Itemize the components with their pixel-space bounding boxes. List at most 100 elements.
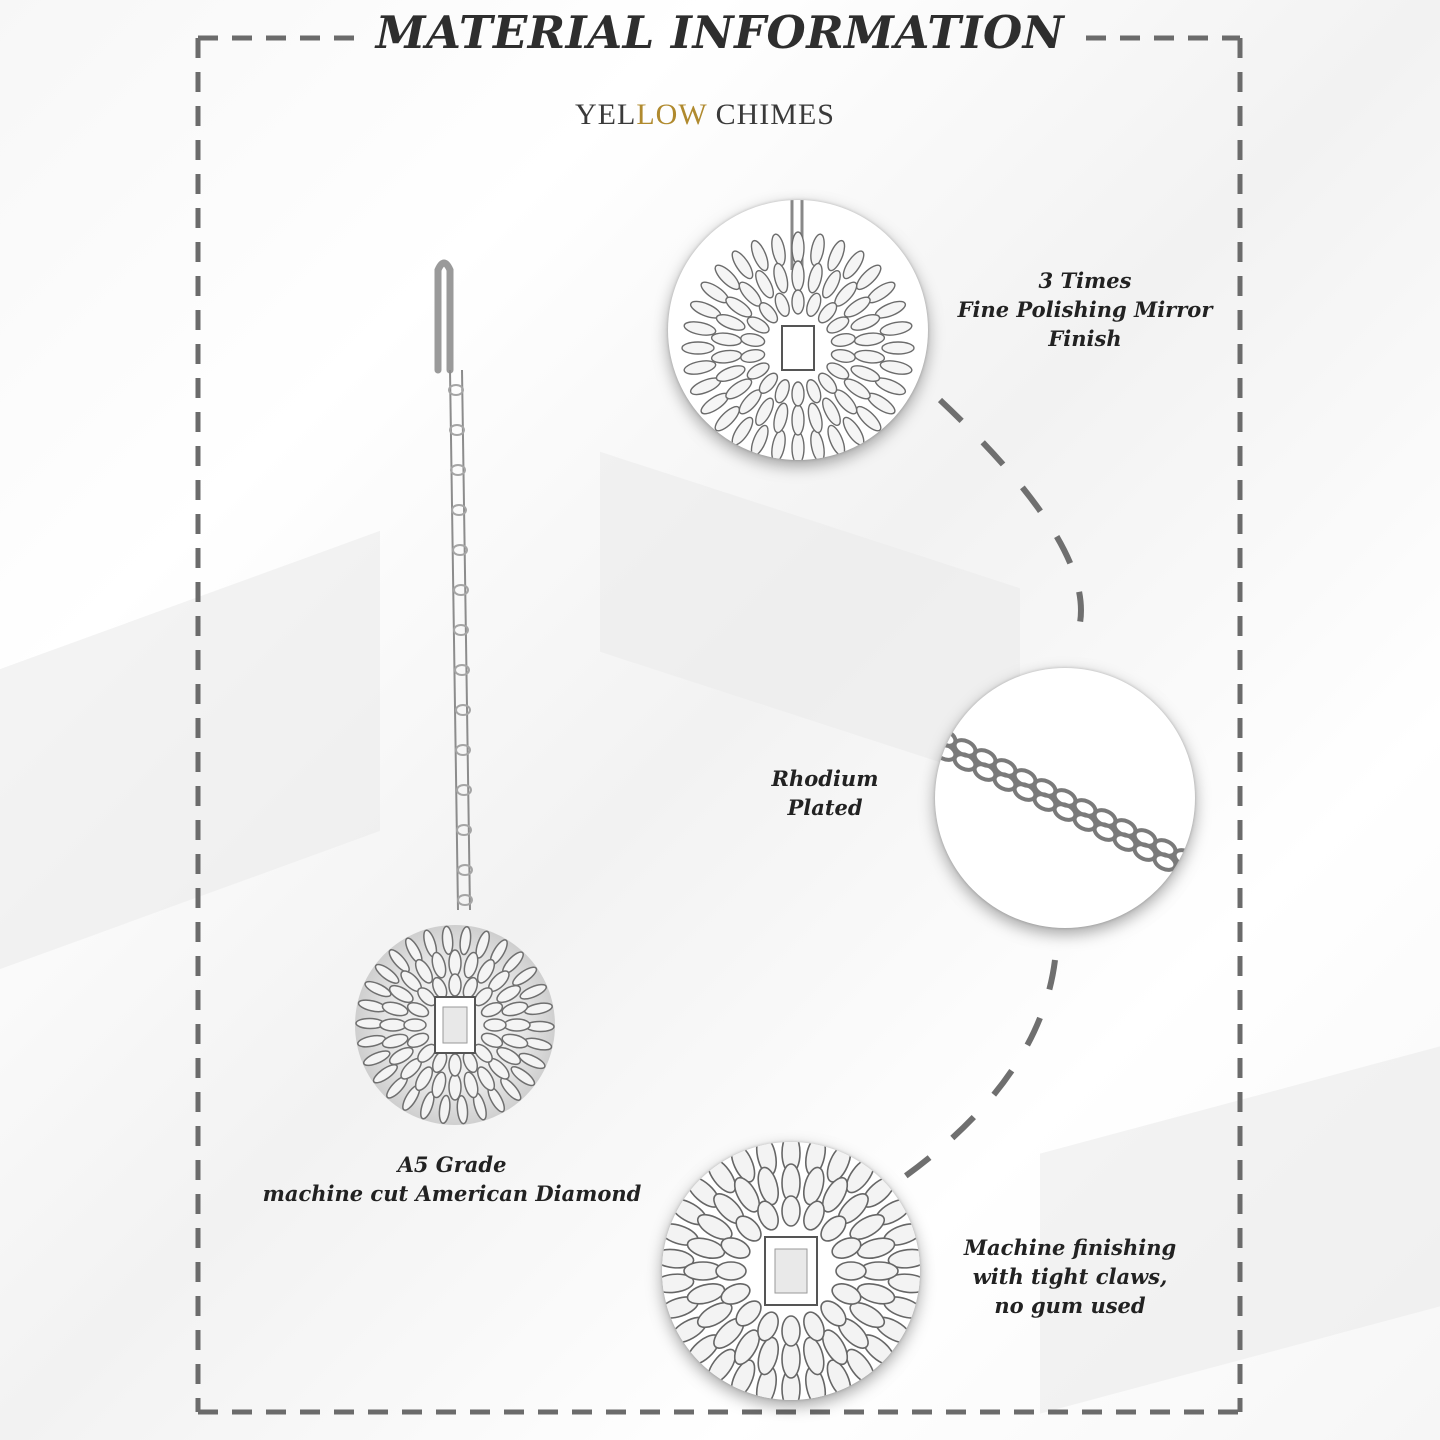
marquise-stone <box>725 296 753 318</box>
marquise-stone <box>810 429 825 460</box>
marquise-stone <box>817 372 838 394</box>
marquise-stone <box>855 405 882 432</box>
marquise-stone <box>501 1001 529 1017</box>
claws-detail-image <box>662 1142 920 1400</box>
marquise-stone <box>715 314 746 331</box>
marquise-stone <box>887 1248 920 1269</box>
brand-logo: YELLOW CHIMES <box>575 98 835 131</box>
marquise-stone <box>441 925 454 956</box>
marquise-stone <box>720 1283 751 1305</box>
marquise-stone <box>757 1200 779 1231</box>
marquise-stone <box>791 431 805 460</box>
marquise-stone <box>807 402 823 434</box>
marquise-stone <box>662 1273 695 1294</box>
marquise-stone <box>456 1094 469 1125</box>
marquise-stone <box>480 1032 504 1049</box>
marquise-stone <box>710 332 743 347</box>
callout-line: Finish <box>1048 326 1122 351</box>
detail-circle-chain <box>935 668 1195 928</box>
marquise-stone <box>826 316 850 334</box>
callout-rhodium: Rhodium Plated <box>740 764 910 822</box>
marquise-stone <box>821 1176 849 1213</box>
marquise-stone <box>364 980 392 998</box>
marquise-stone <box>803 1311 825 1342</box>
marquise-stone <box>463 951 479 979</box>
marquise-stone <box>879 360 913 375</box>
marquise-stone <box>842 250 865 280</box>
page-title: MATERIAL INFORMATION <box>375 6 1065 59</box>
marquise-stone <box>758 372 779 394</box>
marquise-stone <box>831 1283 862 1305</box>
marquise-stone <box>519 983 548 1000</box>
marquise-stone <box>372 1063 398 1084</box>
marquise-stone <box>448 973 462 997</box>
callout-line: with tight claws, <box>972 1264 1168 1289</box>
marquise-stone <box>735 1215 762 1242</box>
marquise-stone <box>853 332 886 347</box>
marquise-stone <box>781 1195 801 1227</box>
marquise-stone <box>696 1213 733 1241</box>
marquise-stone <box>810 233 825 267</box>
marquise-stone <box>881 341 915 355</box>
marquise-stone <box>850 365 881 382</box>
marquise-stone <box>448 1053 462 1077</box>
marquise-stone <box>735 1300 762 1327</box>
marquise-stone <box>731 250 754 280</box>
marquise-stone <box>806 379 822 404</box>
callout-claws: Machine finishing with tight claws, no g… <box>935 1233 1205 1320</box>
marquise-stone <box>448 949 462 977</box>
marquise-stone <box>856 1237 896 1260</box>
marquise-stone <box>849 1213 886 1241</box>
chain-detail-image <box>935 728 1195 882</box>
marquise-stone <box>686 1282 726 1305</box>
marquise-stone <box>849 1301 886 1329</box>
marquise-stone <box>518 1052 546 1070</box>
marquise-stone <box>821 1329 849 1366</box>
marquise-stone <box>714 405 741 432</box>
marquise-stone <box>791 381 805 407</box>
marquise-stone <box>448 1073 462 1101</box>
callout-line: Plated <box>787 795 863 820</box>
marquise-stone <box>791 231 805 265</box>
marquise-stone <box>773 262 789 294</box>
marquise-stone <box>715 365 746 382</box>
marquise-stone <box>853 349 886 364</box>
marquise-stone <box>714 264 741 291</box>
marquise-stone <box>791 404 805 436</box>
marquise-stone <box>774 292 790 317</box>
marquise-stone <box>826 362 850 380</box>
marquise-stone <box>733 1176 761 1213</box>
marquise-stone <box>683 360 717 375</box>
marquise-stone <box>710 349 743 364</box>
marquise-stone <box>750 239 769 272</box>
marquise-stone <box>843 296 871 318</box>
marquise-stone <box>806 292 822 317</box>
marquise-stone <box>381 1001 409 1017</box>
marquise-stone <box>501 1033 529 1049</box>
marquise-stone <box>757 1166 780 1206</box>
marquise-stone <box>821 269 841 299</box>
marquise-stone <box>406 1032 430 1049</box>
marquise-stone <box>850 314 881 331</box>
marquise-stone <box>887 1273 920 1294</box>
marquise-stone <box>459 925 472 956</box>
marquise-stone <box>843 378 871 400</box>
marquise-stone <box>381 1033 409 1049</box>
marquise-stone <box>755 269 775 299</box>
marquise-stone <box>438 1094 451 1125</box>
marquise-stone <box>827 239 846 272</box>
marquise-stone <box>807 262 823 294</box>
marquise-stone <box>374 963 400 984</box>
marquise-stone <box>830 333 856 347</box>
callout-line: Machine finishing <box>963 1235 1177 1260</box>
marquise-stone <box>771 233 786 267</box>
callout-line: Rhodium <box>771 766 879 791</box>
marquise-stone <box>740 349 766 363</box>
marquise-stone <box>740 333 766 347</box>
marquise-stone <box>725 378 753 400</box>
marquise-stone <box>431 951 447 979</box>
marquise-stone <box>758 302 779 324</box>
marquise-stone <box>686 1237 726 1260</box>
marquise-stone <box>503 1018 531 1032</box>
